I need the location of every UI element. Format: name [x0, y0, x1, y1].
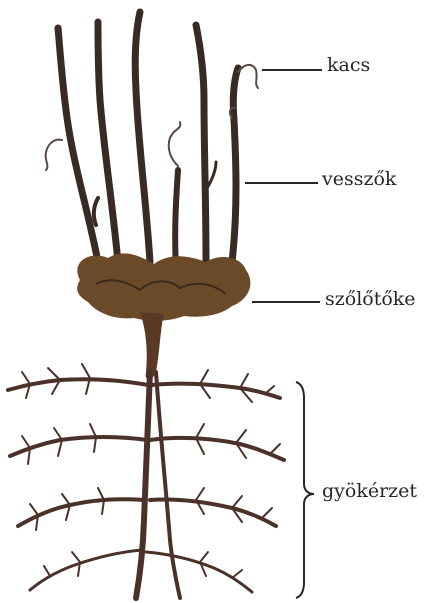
tendril-3: [238, 65, 258, 88]
label-vesszok: vesszők: [322, 170, 396, 189]
root-system: [8, 364, 284, 598]
cane-6: [232, 68, 238, 262]
label-gyokerzet: gyökérzet: [322, 482, 417, 501]
vine-stock: [77, 253, 250, 379]
bracket-gyokerzet: [296, 382, 314, 598]
cane-5: [196, 25, 206, 262]
cane-1: [58, 28, 98, 262]
tendrils: [46, 65, 258, 170]
label-szolotoke: szőlőtőke: [325, 290, 416, 309]
taproot: [136, 372, 150, 598]
cane-2: [98, 22, 118, 262]
canes: [58, 12, 238, 268]
cane-4: [175, 170, 178, 268]
tendril-1: [46, 140, 62, 170]
label-kacs: kacs: [327, 56, 370, 75]
cane-side-1: [94, 198, 98, 225]
taproot-2: [156, 372, 180, 598]
leader-lines: [245, 70, 322, 598]
tendril-2: [169, 122, 181, 166]
cane-3: [135, 12, 150, 262]
